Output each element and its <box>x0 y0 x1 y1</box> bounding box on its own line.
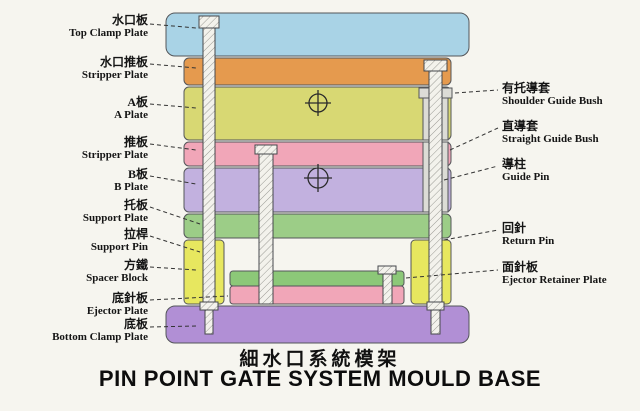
label-support-pin: 拉桿 Support Pin <box>0 228 148 254</box>
label-support-plate-en: Support Plate <box>82 212 148 224</box>
top-clamp-plate <box>165 12 470 57</box>
label-spacer-block: 方鐵 Spacer Block <box>0 259 148 285</box>
label-bottom-clamp-plate-en: Bottom Clamp Plate <box>52 331 148 343</box>
label-support-pin-en: Support Pin <box>90 241 148 253</box>
label-bottom-clamp-plate-zh: 底板 <box>123 317 148 331</box>
label-ejector-retainer-plate: 面針板 Ejector Retainer Plate <box>502 261 640 287</box>
label-return-pin: 回針 Return Pin <box>502 222 640 248</box>
label-ejector-plate: 底針板 Ejector Plate <box>0 292 148 318</box>
label-stripper-plate-zh: 推板 <box>123 135 148 149</box>
label-bottom-clamp-plate: 底板 Bottom Clamp Plate <box>0 318 148 344</box>
label-guide-pin-zh: 導柱 <box>502 157 527 171</box>
leader-lines <box>149 23 499 328</box>
label-ejector-plate-zh: 底針板 <box>111 291 148 305</box>
label-return-pin-en: Return Pin <box>502 235 555 247</box>
support-pin <box>198 15 220 335</box>
label-return-pin-zh: 回針 <box>502 221 527 235</box>
title-english: PIN POINT GATE SYSTEM MOULD BASE <box>98 366 542 391</box>
label-top-clamp-plate: 水口板 Top Clamp Plate <box>0 14 148 40</box>
label-straight-guide-bush-zh: 直導套 <box>502 119 539 133</box>
label-shoulder-guide-bush-zh: 有托導套 <box>502 81 551 95</box>
label-ejector-plate-en: Ejector Plate <box>86 305 148 317</box>
ejector-retainer-screw <box>377 265 397 305</box>
label-spacer-block-en: Spacer Block <box>86 272 148 284</box>
label-top-clamp-plate-en: Top Clamp Plate <box>68 27 148 39</box>
return-pin <box>426 301 445 335</box>
title-chinese: 細水口系統模架 <box>239 349 401 370</box>
label-straight-guide-bush-en: Straight Guide Bush <box>502 133 599 145</box>
label-b-plate: B板 B Plate <box>0 168 148 194</box>
label-a-plate-en: A Plate <box>114 109 148 121</box>
label-a-plate-zh: A板 <box>127 95 148 109</box>
label-top-clamp-plate-zh: 水口板 <box>111 13 148 27</box>
label-spacer-block-zh: 方鐵 <box>123 258 148 272</box>
center-mark-a-plate <box>305 90 331 116</box>
label-shoulder-guide-bush: 有托導套 Shoulder Guide Bush <box>502 82 640 108</box>
label-guide-pin: 導柱 Guide Pin <box>502 158 640 184</box>
label-straight-guide-bush: 直導套 Straight Guide Bush <box>502 120 640 146</box>
label-b-plate-zh: B板 <box>127 167 148 181</box>
center-mark-b-plate <box>304 164 332 192</box>
label-support-plate-zh: 托板 <box>123 198 148 212</box>
label-support-plate: 托板 Support Plate <box>0 199 148 225</box>
label-stripper-plate-top-en: Stripper Plate <box>81 69 148 81</box>
label-shoulder-guide-bush-en: Shoulder Guide Bush <box>502 95 603 107</box>
label-stripper-plate-top: 水口推板 Stripper Plate <box>0 56 148 82</box>
stripper-plate-top <box>183 57 452 86</box>
label-stripper-plate-top-zh: 水口推板 <box>99 55 148 69</box>
label-stripper-plate: 推板 Stripper Plate <box>0 136 148 162</box>
label-b-plate-en: B Plate <box>114 181 148 193</box>
label-stripper-plate-en: Stripper Plate <box>81 149 148 161</box>
label-support-pin-zh: 拉桿 <box>123 227 148 241</box>
support-plate <box>183 213 452 239</box>
stripper-plate <box>183 141 452 167</box>
label-guide-pin-en: Guide Pin <box>502 171 550 183</box>
ejector-plate <box>229 285 405 305</box>
center-support-pin <box>254 144 278 305</box>
label-ejector-retainer-plate-en: Ejector Retainer Plate <box>502 274 607 286</box>
bottom-clamp-plate <box>165 305 470 344</box>
label-a-plate: A板 A Plate <box>0 96 148 122</box>
label-ejector-retainer-plate-zh: 面針板 <box>502 260 539 274</box>
